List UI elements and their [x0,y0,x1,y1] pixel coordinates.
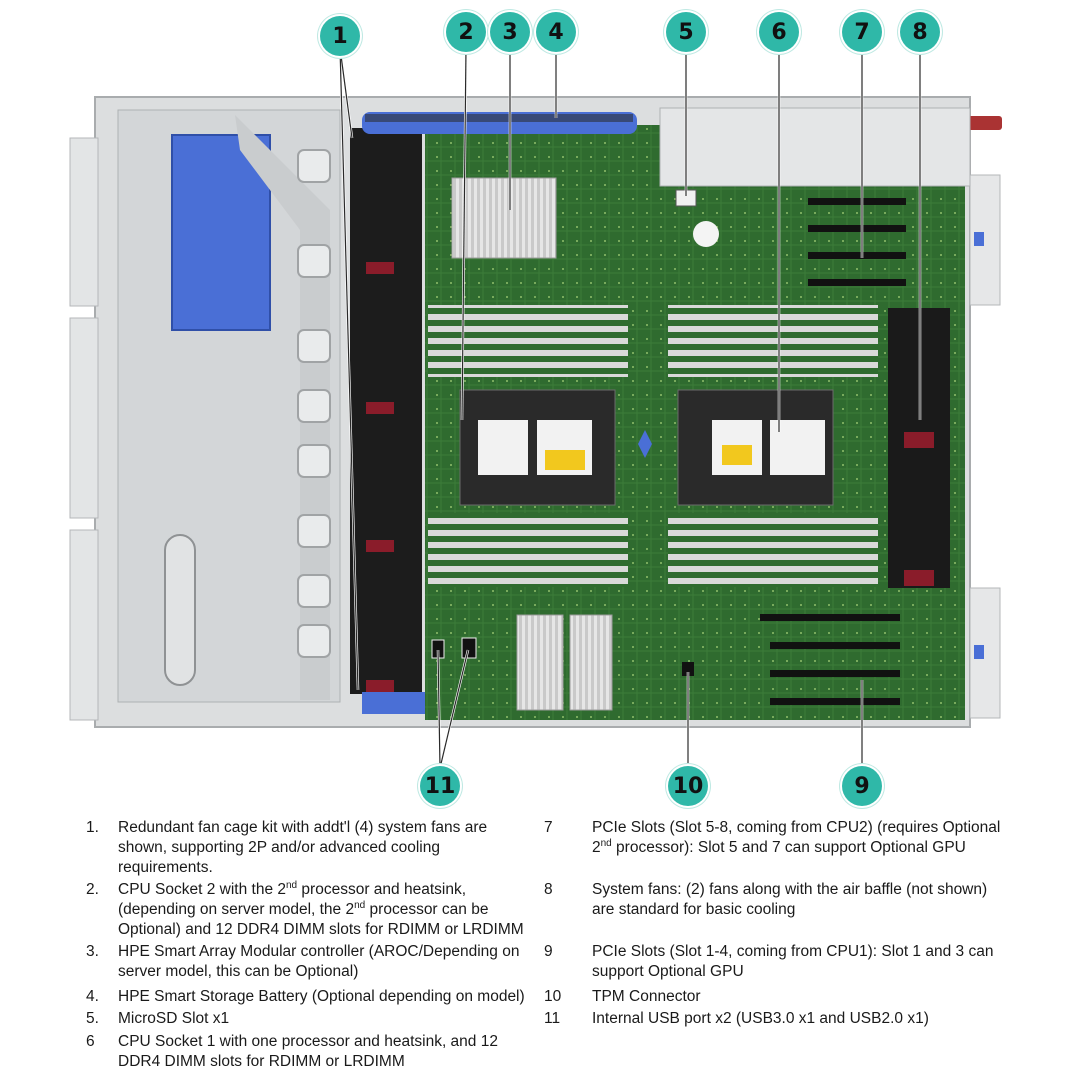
legend-text: PCIe Slots (Slot 5-8, coming from CPU2) … [592,818,1002,858]
text-run: System fans: (2) fans along with the air… [592,881,988,918]
legend-number: 4. [86,988,99,1005]
callout-10: 10 [668,766,708,806]
legend-text: CPU Socket 2 with the 2nd processor and … [118,880,530,940]
text-run: Redundant fan cage kit with addt'l (4) s… [118,819,488,876]
text-run: processor can be Optional) and 12 DDR4 D… [118,901,524,938]
array-controller-heatsink [451,177,557,259]
text-run: Internal USB port x2 (USB3.0 x1 and USB2… [592,1010,929,1027]
legend: 1. Redundant fan cage kit with addt'l (4)… [0,812,1080,1080]
legend-number: 6 [86,1033,95,1050]
text-run: MicroSD Slot x1 [118,1010,230,1027]
legend-text: Redundant fan cage kit with addt'l (4) s… [118,818,530,878]
legend-text: HPE Smart Storage Battery (Optional depe… [118,987,530,1007]
callout-6: 6 [759,12,799,52]
callout-2: 2 [446,12,486,52]
callout-1: 1 [320,16,360,56]
callout-3: 3 [490,12,530,52]
superscript: nd [600,837,612,849]
superscript: nd [286,879,298,891]
superscript: nd [354,899,366,911]
legend-text: HPE Smart Array Modular controller (AROC… [118,942,530,982]
legend-number: 8 [544,881,553,898]
legend-number: 2. [86,881,99,898]
callout-11: 11 [420,766,460,806]
text-run: processor and heatsink, (depending on se… [118,881,466,918]
text-run: PCIe Slots (Slot 5-8, coming from CPU2) … [592,819,1001,856]
legend-number: 7 [544,819,553,836]
legend-number: 11 [544,1010,561,1027]
legend-number: 5. [86,1010,99,1027]
legend-text: PCIe Slots (Slot 1-4, coming from CPU1):… [592,942,1002,982]
callout-4: 4 [536,12,576,52]
server-illustration [69,47,1002,769]
server-board-figure: 1 2 3 4 5 6 7 8 9 10 11 [69,12,1002,806]
legend-text: CPU Socket 1 with one processor and heat… [118,1032,530,1072]
text-run: PCIe Slots (Slot 1-4, coming from CPU1):… [592,943,994,980]
callout-5: 5 [666,12,706,52]
text-run: processor): Slot 5 and 7 can support Opt… [611,839,966,856]
cpu-socket-2 [459,389,616,506]
legend-text: MicroSD Slot x1 [118,1009,530,1029]
legend-number: 3. [86,943,99,960]
legend-number: 10 [544,988,562,1005]
text-run: CPU Socket 2 with the 2 [118,881,286,898]
callout-7: 7 [842,12,882,52]
text-run: HPE Smart Array Modular controller (AROC… [118,943,520,980]
legend-text: System fans: (2) fans along with the air… [592,880,1002,920]
legend-number: 9 [544,943,553,960]
cpu-socket-1 [677,389,834,506]
text-run: TPM Connector [592,988,701,1005]
text-run: HPE Smart Storage Battery (Optional depe… [118,988,525,1005]
legend-text: TPM Connector [592,987,1002,1007]
callout-9: 9 [842,766,882,806]
callout-8: 8 [900,12,940,52]
legend-text: Internal USB port x2 (USB3.0 x1 and USB2… [592,1009,1002,1029]
legend-number: 1. [86,819,99,836]
text-run: CPU Socket 1 with one processor and heat… [118,1033,498,1070]
dimm-slots [428,305,878,587]
